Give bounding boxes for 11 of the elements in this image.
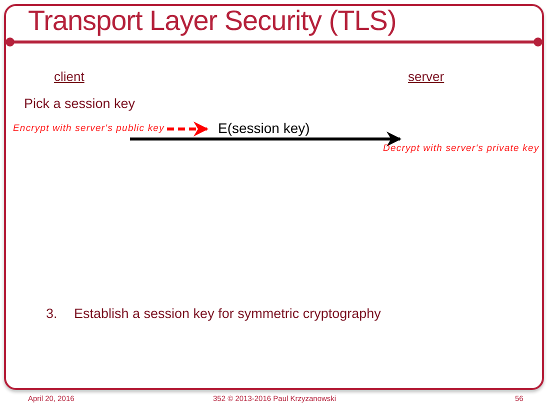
list-number: 3. [46,306,58,321]
list-item-text: Establish a session key for symmetric cryptography [74,306,381,321]
step-text: Pick a session key [24,96,136,111]
arrow [167,122,208,136]
arrow [130,132,402,146]
annotation-text: Encrypt with server's public key [13,122,167,139]
edge-label: E(session key) [218,120,310,136]
column-heading: server [408,69,444,84]
slide-title: Transport Layer Security (TLS) [28,5,396,37]
annotation-text: Decrypt with server's private key [383,139,541,156]
column-heading: client [54,69,84,84]
